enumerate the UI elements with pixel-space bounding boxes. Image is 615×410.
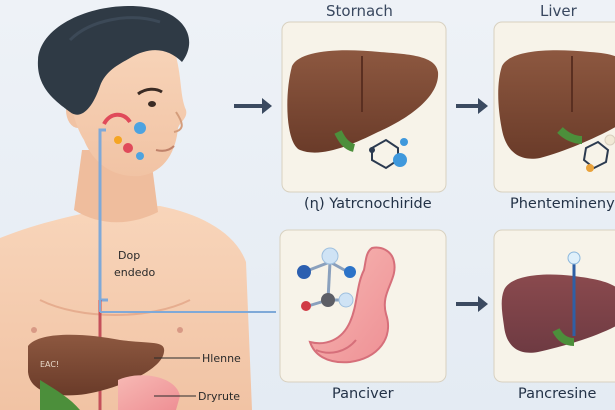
eye xyxy=(148,101,156,107)
card-bottom-right-caption: Pancresine xyxy=(518,386,597,402)
liver-illustration xyxy=(498,50,615,159)
molecule-icon xyxy=(369,138,408,170)
connectors xyxy=(99,300,276,313)
card-top-right xyxy=(493,21,615,193)
callout-label-hlenne: Hlenne xyxy=(202,352,241,365)
column-title-liver: Liver xyxy=(540,2,577,20)
arrows xyxy=(234,98,488,312)
arrow-icon xyxy=(456,296,488,312)
liver-tag: EAC! xyxy=(40,360,60,369)
card-top-left xyxy=(281,21,447,193)
callout-label-dryrute: Dryrute xyxy=(198,390,241,403)
molecule-icon xyxy=(297,247,356,311)
liver-illustration xyxy=(501,274,615,353)
card-bottom-left-caption: Panciver xyxy=(332,386,394,402)
face-dot xyxy=(134,122,146,134)
arrow-icon xyxy=(456,98,488,114)
card-bottom-right xyxy=(493,229,615,383)
stomach-illustration xyxy=(308,246,396,364)
molecule-icon xyxy=(582,134,615,172)
column-title-stomach: Stornach xyxy=(326,2,393,20)
body-label-dop: Dop xyxy=(118,249,141,262)
card-top-right-caption: Phentemineny xyxy=(510,196,615,212)
face-dot xyxy=(114,136,122,144)
card-top-left-caption: (ɳ) Yatrcnochiride xyxy=(304,196,432,212)
esophagus-tube xyxy=(98,128,108,302)
body-label-endedo: endedo xyxy=(114,266,156,279)
card-bottom-left xyxy=(279,229,447,383)
body-stomach xyxy=(118,375,180,410)
face-dot xyxy=(136,152,144,160)
face-dot xyxy=(123,143,133,153)
arrow-icon xyxy=(234,98,272,114)
person xyxy=(0,5,252,410)
